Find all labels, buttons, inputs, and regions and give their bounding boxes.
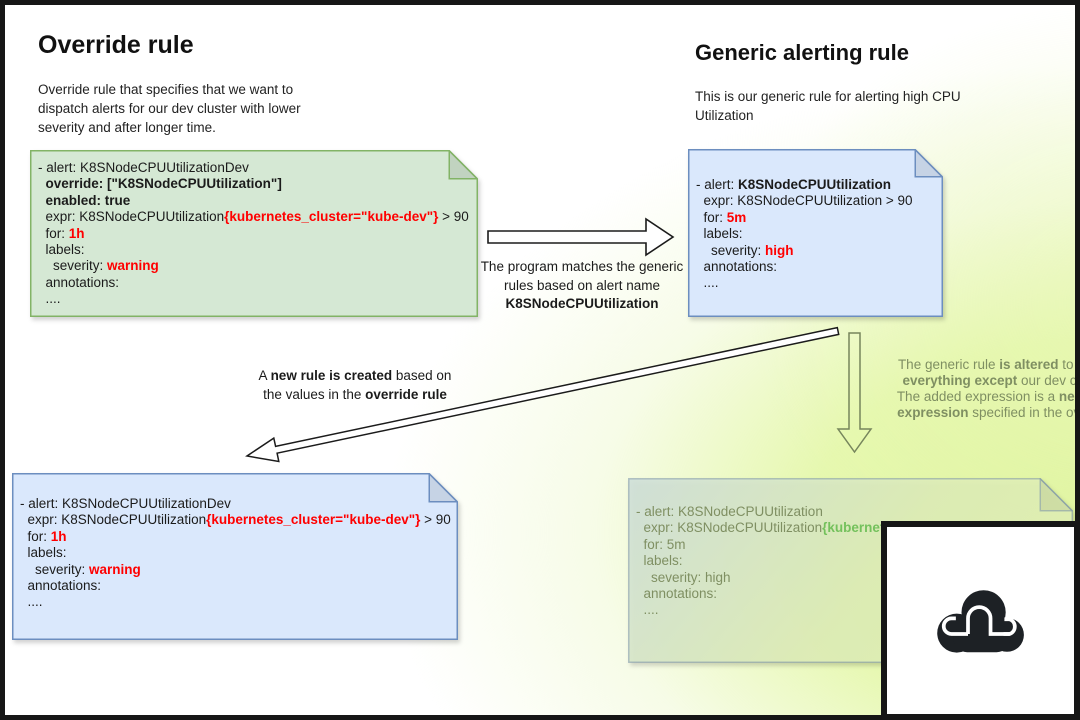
override-rule-code: - alert: K8SNodeCPUUtilizationDev overri… [38, 160, 469, 307]
altered-rule-code: - alert: K8SNodeCPUUtilization expr: K8S… [636, 504, 892, 618]
generic-rule-code: - alert: K8SNodeCPUUtilization expr: K8S… [696, 177, 913, 291]
generic-rule-note [688, 149, 943, 317]
logo-panel [881, 521, 1080, 720]
override-rule-note [30, 150, 478, 317]
new-rule-note [12, 473, 458, 640]
generic-rule-title: Generic alerting rule [695, 40, 909, 65]
generic-rule-description: This is our generic rule for alerting hi… [695, 89, 961, 123]
override-rule-title: Override rule [38, 31, 194, 59]
altered-arrow-label: The generic rule is altered to matchever… [896, 357, 1080, 420]
new-rule-code: - alert: K8SNodeCPUUtilizationDev expr: … [20, 496, 451, 610]
override-rule-description: Override rule that specifies that we wan… [38, 82, 301, 135]
match-arrow [487, 217, 675, 257]
cloud-logo-icon [937, 590, 1024, 653]
